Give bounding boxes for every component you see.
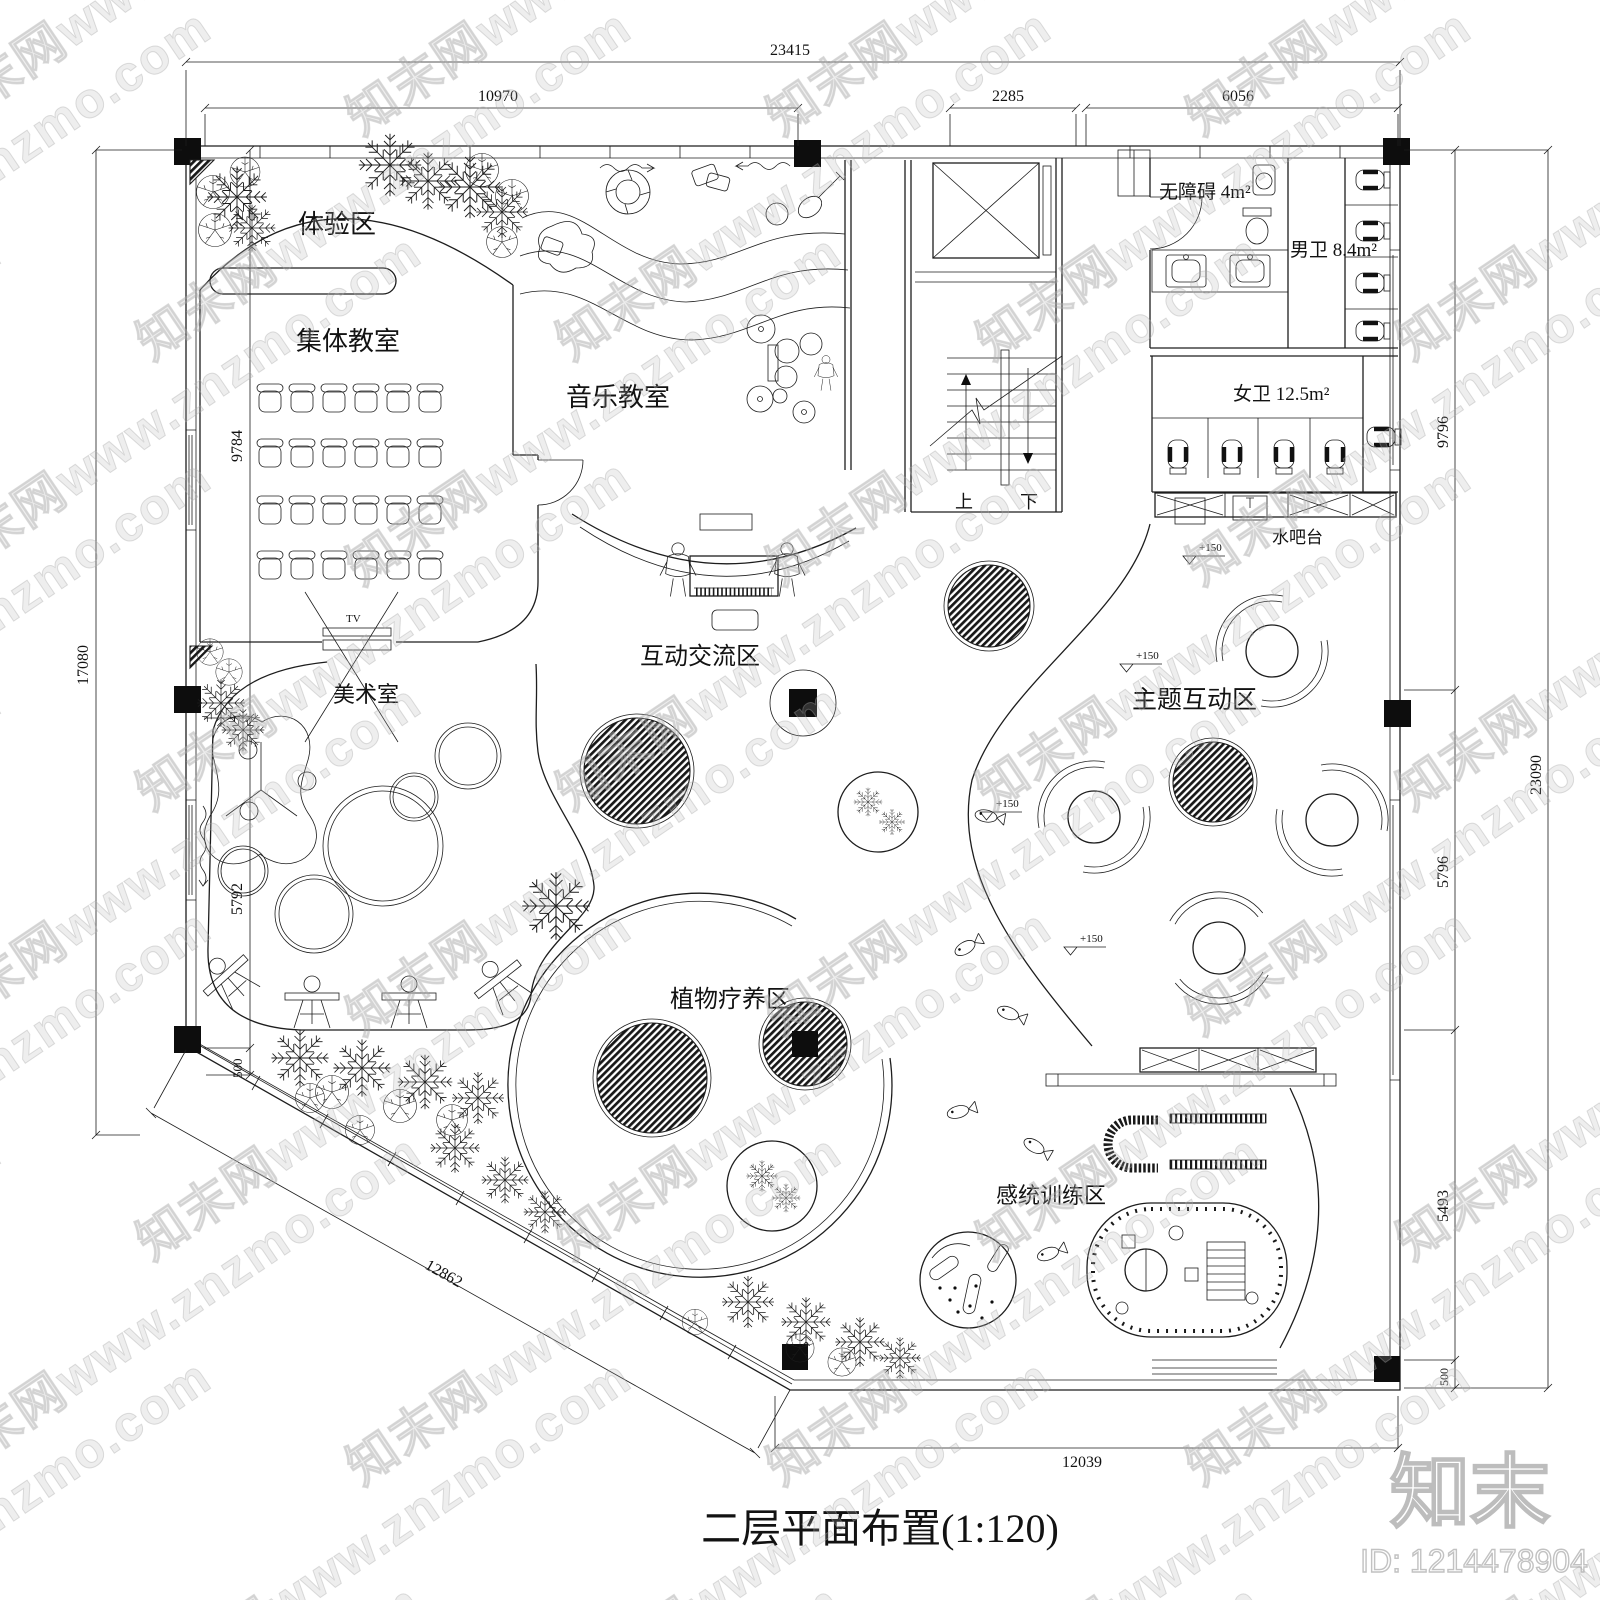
trefoil-table	[204, 715, 317, 865]
level-marker: +150	[1119, 650, 1163, 673]
art-play-area	[191, 661, 595, 1031]
drum-set	[746, 314, 839, 424]
level-marker-text: +150	[996, 798, 1019, 810]
dim-right-lower: 5493	[1435, 1190, 1452, 1222]
tv-label: TV	[346, 613, 361, 625]
image-id: ID: 1214478904	[1360, 1543, 1588, 1579]
water-bar-counter	[1154, 492, 1397, 525]
theme-interactive-zone-label: 主题互动区	[1132, 686, 1257, 714]
landscape-trees	[196, 133, 922, 1380]
tv-wall: TV	[304, 591, 399, 743]
dim-top-mid: 2285	[992, 88, 1024, 105]
drawing-title: 二层平面布置(1:120)	[701, 1506, 1059, 1551]
sensory-training-zone: 感统训练区	[919, 807, 1337, 1349]
fish-toy	[973, 807, 1007, 826]
stairs-up-label: 上	[955, 492, 973, 512]
activity-oval	[1086, 1202, 1288, 1338]
structural-columns	[174, 138, 1411, 1382]
experience-zone: 体验区	[189, 159, 514, 670]
guitar	[797, 171, 845, 219]
restrooms: 无障碍 4m² 男卫 8.4m² 女卫 12.5m² 水吧台	[1149, 158, 1402, 547]
dim-top-right: 6056	[1222, 88, 1254, 105]
ball-pit	[919, 1231, 1017, 1329]
theme-interactive-zone: +150 +150 +150 +150 主题互动区	[967, 523, 1389, 1047]
fish-toy	[1021, 1134, 1054, 1162]
storage-counter	[1045, 1047, 1337, 1087]
site-logo: 知末	[1390, 1448, 1550, 1537]
grand-piano	[689, 555, 779, 631]
experience-zone-label: 体验区	[298, 210, 376, 239]
level-marker-text: +150	[1136, 650, 1159, 662]
stair-elevator-core: 上 下	[911, 149, 1151, 513]
fish-toy	[1035, 1241, 1069, 1264]
womens-wc-label: 女卫 12.5m²	[1233, 383, 1330, 405]
dim-bottom: 12039	[1062, 1454, 1102, 1471]
stairs-down-label: 下	[1020, 492, 1038, 512]
music-classroom-label: 音乐教室	[566, 383, 670, 412]
group-classroom: TV 集体教室 美术室	[199, 267, 584, 743]
accessible-wc-fixtures	[1242, 164, 1276, 245]
mens-wc-label: 男卫 8.4m²	[1290, 240, 1377, 261]
interactive-zone: 互动交流区	[579, 560, 1035, 853]
play-rings	[217, 722, 502, 954]
dim-right-mid: 5796	[1435, 856, 1452, 888]
dim-left-total: 17080	[75, 645, 92, 685]
classroom-chairs	[256, 383, 444, 580]
level-marker: +150	[1063, 933, 1107, 956]
fish-toy	[952, 932, 985, 960]
building-walls	[185, 145, 1401, 1391]
level-marker: +150	[1182, 542, 1226, 565]
plant-therapy-zone: 植物疗养区	[507, 892, 893, 1278]
fish-toy	[995, 1003, 1029, 1026]
level-marker-text: +150	[1199, 542, 1222, 554]
level-marker-text: +150	[1080, 933, 1103, 945]
plant-therapy-zone-label: 植物疗养区	[670, 986, 790, 1013]
art-room-label: 美术室	[333, 682, 399, 707]
interactive-zone-label: 互动交流区	[640, 643, 760, 670]
music-classroom: 音乐教室	[519, 160, 912, 631]
level-marker: +150	[979, 798, 1023, 821]
dim-right-total: 23090	[1528, 755, 1545, 795]
dim-right-small: 500	[1437, 1368, 1451, 1386]
dim-left-lower: 5792	[229, 883, 246, 915]
dim-left-small: 500	[230, 1059, 245, 1079]
dim-diagonal: 12862	[422, 1257, 465, 1291]
dim-top-total: 23415	[770, 42, 810, 59]
sensory-training-zone-label: 感统训练区	[996, 1183, 1106, 1208]
fish-toy	[945, 1100, 979, 1122]
water-bar-label: 水吧台	[1272, 528, 1323, 547]
dim-top-left: 10970	[478, 88, 518, 105]
dim-right-upper: 9796	[1435, 416, 1452, 448]
accessible-wc-label: 无障碍 4m²	[1159, 181, 1251, 203]
person-figure	[768, 542, 806, 597]
group-classroom-label: 集体教室	[296, 327, 400, 356]
vanity-sinks	[1151, 249, 1289, 293]
dim-left-upper: 9784	[229, 430, 246, 462]
